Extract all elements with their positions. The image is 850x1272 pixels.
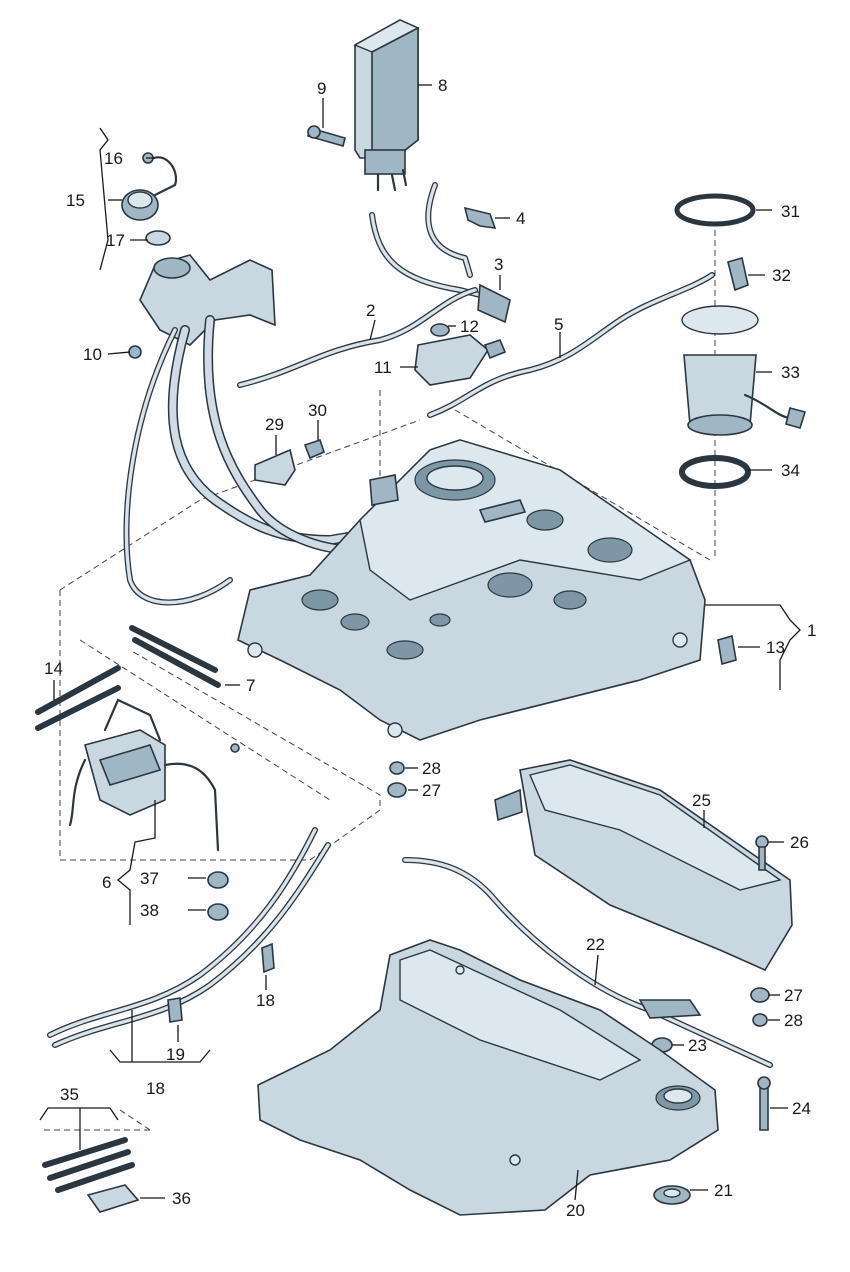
callout-3: 3 [494,255,503,274]
callout-17: 17 [106,231,125,250]
plug-13 [717,634,737,666]
callout-34: 34 [781,461,800,480]
lines-35 [42,1137,135,1193]
bolt-26 [755,835,769,871]
strap-14 [35,665,121,731]
callout-29: 29 [265,415,284,434]
callout-30: 30 [308,401,327,420]
callout-27-brace: 27 [784,986,803,1005]
callout-8: 8 [438,76,447,95]
callout-9: 9 [317,79,326,98]
callout-37: 37 [140,869,159,888]
filler-cap-assembly [121,152,178,246]
callout-28-tank: 28 [422,759,441,778]
callout-38: 38 [140,901,159,920]
callout-19: 19 [166,1045,185,1064]
callout-5: 5 [554,315,563,334]
screw-9 [307,125,346,147]
callout-36: 36 [172,1189,191,1208]
leader-lines [39,84,801,1201]
callout-labels: 8 9 4 3 2 5 12 11 10 16 15 17 29 30 31 3… [44,76,816,1220]
callout-26: 26 [790,833,809,852]
callout-24: 24 [792,1099,811,1118]
callout-21: 21 [714,1181,733,1200]
callout-7: 7 [246,676,255,695]
fuel-feed-line [427,272,715,418]
callout-6: 6 [102,873,111,892]
callout-10: 10 [83,345,102,364]
callout-20: 20 [566,1201,585,1220]
grommet-21 [653,1185,691,1205]
carbon-canister [353,19,420,192]
heat-shield [494,759,793,972]
callout-14: 14 [44,659,63,678]
vent-lines [237,182,511,388]
callout-28-brace: 28 [784,1011,803,1030]
callout-33: 33 [781,363,800,382]
callout-16: 16 [104,149,123,168]
callout-13: 13 [766,638,785,657]
fuel-pump-assembly [674,193,807,489]
callout-18-clip: 18 [256,991,275,1010]
callout-27-tank: 27 [422,781,441,800]
callout-15: 15 [66,191,85,210]
fuel-lines-18 [47,827,331,1048]
brace-22 [402,857,773,1068]
fuel-filter-module [68,698,240,852]
callout-25: 25 [692,791,711,810]
vent-valve [414,323,507,386]
callout-12: 12 [460,317,479,336]
bracket-29 [254,438,325,486]
callout-32: 32 [772,266,791,285]
callout-18-lines: 18 [146,1079,165,1098]
fasteners-27-28 [387,761,770,1027]
filler-neck [123,254,365,606]
callout-11: 11 [374,358,392,377]
callout-23: 23 [688,1036,707,1055]
callout-35: 35 [60,1085,79,1104]
callout-1: 1 [807,621,816,640]
grommets [207,871,229,921]
bracket-36 [86,1184,140,1213]
callout-31: 31 [781,202,800,221]
underbody-panel [257,939,719,1216]
clip-4 [463,206,497,229]
fuel-tank [237,439,706,741]
strap-7 [129,625,221,688]
callout-4: 4 [516,209,525,228]
callout-22: 22 [586,935,605,954]
callout-2: 2 [366,301,375,320]
